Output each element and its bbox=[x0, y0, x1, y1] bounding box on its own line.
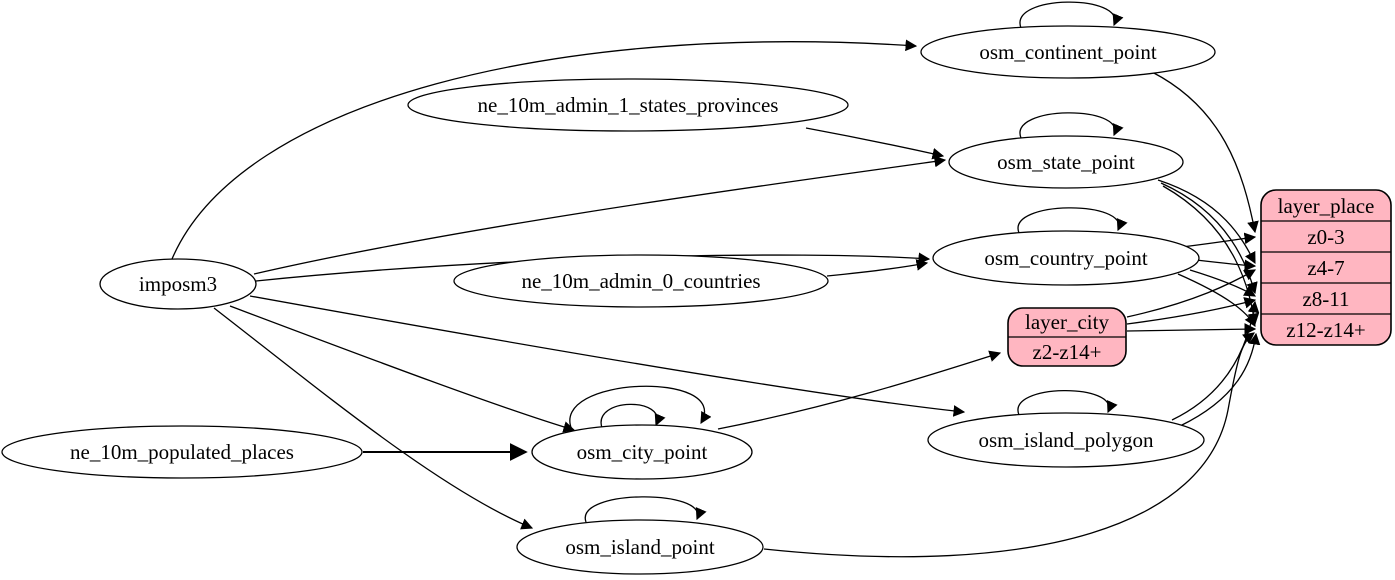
imposm3-label: imposm3 bbox=[139, 272, 217, 296]
edge-self-osm_country_point bbox=[1017, 207, 1128, 234]
osm_continent_point-ellipse bbox=[920, 25, 1216, 79]
edge-osm_continent_point-layer_place-z0-3 bbox=[1151, 71, 1259, 234]
node-osm_state_point: osm_state_point bbox=[948, 135, 1184, 189]
ne_10m_populated_places-label: ne_10m_populated_places bbox=[70, 440, 294, 464]
osm_city_point-label: osm_city_point bbox=[577, 440, 708, 464]
edge-self-osm_city_point-inner bbox=[600, 403, 666, 429]
osm_continent_point-label: osm_continent_point bbox=[979, 40, 1156, 64]
edge-ne_10m_admin_1_states_provinces-osm_state_point bbox=[805, 127, 945, 160]
imposm3-ellipse bbox=[99, 258, 257, 310]
node-ne_10m_admin_0_countries: ne_10m_admin_0_countries bbox=[453, 254, 829, 308]
edge-osm_state_point-layer_place-z12-z14 bbox=[1162, 185, 1260, 326]
layer_place-row-z12-z14: z12-z14+ bbox=[1286, 318, 1365, 342]
edge-imposm3-osm_state_point bbox=[253, 155, 947, 275]
edge-imposm3-osm_city_point bbox=[229, 305, 576, 433]
osm_island_polygon-label: osm_island_polygon bbox=[978, 428, 1154, 452]
edge-osm_city_point-layer_city-z2-z14 bbox=[717, 350, 1002, 430]
node-ne_10m_admin_1_states_provinces: ne_10m_admin_1_states_provinces bbox=[407, 78, 849, 132]
ne_10m_admin_0_countries-ellipse bbox=[453, 254, 829, 308]
osm_country_point-ellipse bbox=[932, 230, 1200, 286]
layer_place-row-z8-11: z8-11 bbox=[1302, 287, 1349, 311]
osm_country_point-label: osm_country_point bbox=[984, 246, 1147, 270]
edge-self-osm_state_point bbox=[1019, 112, 1124, 139]
layer_city-title: layer_city bbox=[1025, 310, 1109, 334]
layer_place-title: layer_place bbox=[1278, 194, 1375, 218]
edge-osm_island_point-layer_place-z12-z14 bbox=[763, 332, 1255, 558]
node-osm_island_polygon: osm_island_polygon bbox=[927, 412, 1205, 468]
layer_place-row-z4-7: z4-7 bbox=[1307, 256, 1344, 280]
edge-osm_island_polygon-layer_place-z12-z14 bbox=[1179, 332, 1261, 427]
node-osm_city_point: osm_city_point bbox=[531, 424, 753, 480]
edge-osm_state_point-layer_place-z4-7 bbox=[1157, 179, 1256, 265]
edge-osm_island_polygon-layer_place-z8-11 bbox=[1171, 300, 1260, 421]
ne_10m_populated_places-ellipse bbox=[1, 425, 363, 479]
osm_state_point-ellipse bbox=[948, 135, 1184, 189]
node-osm_continent_point: osm_continent_point bbox=[920, 25, 1216, 79]
ne_10m_admin_0_countries-label: ne_10m_admin_0_countries bbox=[521, 269, 760, 293]
osm_island_polygon-ellipse bbox=[927, 412, 1205, 468]
edge-osm_state_point-layer_place-z8-11 bbox=[1160, 182, 1258, 295]
edge-osm_country_point-layer_place-z8-11 bbox=[1189, 269, 1257, 297]
node-osm_country_point: osm_country_point bbox=[932, 230, 1200, 286]
osm_island_point-ellipse bbox=[516, 519, 764, 575]
edge-ne_10m_admin_0_countries-osm_country_point bbox=[826, 259, 929, 277]
edge-self-osm_island_polygon bbox=[1017, 389, 1118, 416]
node-ne_10m_populated_places: ne_10m_populated_places bbox=[1, 425, 363, 479]
osm_island_point-label: osm_island_point bbox=[565, 535, 715, 559]
edge-self-osm_continent_point bbox=[1019, 1, 1124, 29]
osm_city_point-ellipse bbox=[531, 424, 753, 480]
edge-layer_city-layer_place-z4-7 bbox=[1126, 269, 1257, 318]
edge-imposm3-osm_continent_point bbox=[171, 39, 918, 260]
node-imposm3: imposm3 bbox=[99, 258, 257, 310]
edge-self-osm_island_point bbox=[584, 496, 707, 523]
node-osm_island_point: osm_island_point bbox=[516, 519, 764, 575]
edge-osm_country_point-layer_place-z0-3 bbox=[1181, 232, 1257, 248]
edge-layer_city-layer_place-z12-z14 bbox=[1126, 323, 1257, 335]
osm_state_point-label: osm_state_point bbox=[997, 150, 1135, 174]
layer_place-box bbox=[1260, 189, 1392, 346]
edge-osm_country_point-layer_place-z12-z14 bbox=[1177, 273, 1256, 328]
edge-osm_country_point-layer_place-z4-7 bbox=[1195, 259, 1257, 272]
edge-self-osm_city_point-outer bbox=[569, 385, 712, 431]
layer_place-row-z0-3: z0-3 bbox=[1307, 225, 1344, 249]
record-layer_city: layer_city z2-z14+ bbox=[1007, 307, 1127, 367]
edge-layer_city-layer_place-z8-11 bbox=[1126, 297, 1257, 325]
layer_city-row-z2-z14: z2-z14+ bbox=[1033, 340, 1102, 364]
edge-imposm3-osm_island_point bbox=[213, 307, 534, 530]
ne_10m_admin_1_states_provinces-ellipse bbox=[407, 78, 849, 132]
edge-imposm3-osm_island_polygon bbox=[249, 295, 966, 417]
ne_10m_admin_1_states_provinces-label: ne_10m_admin_1_states_provinces bbox=[478, 93, 779, 117]
record-layer_place: layer_place z0-3 z4-7 z8-11 z12-z14+ bbox=[1260, 189, 1392, 346]
